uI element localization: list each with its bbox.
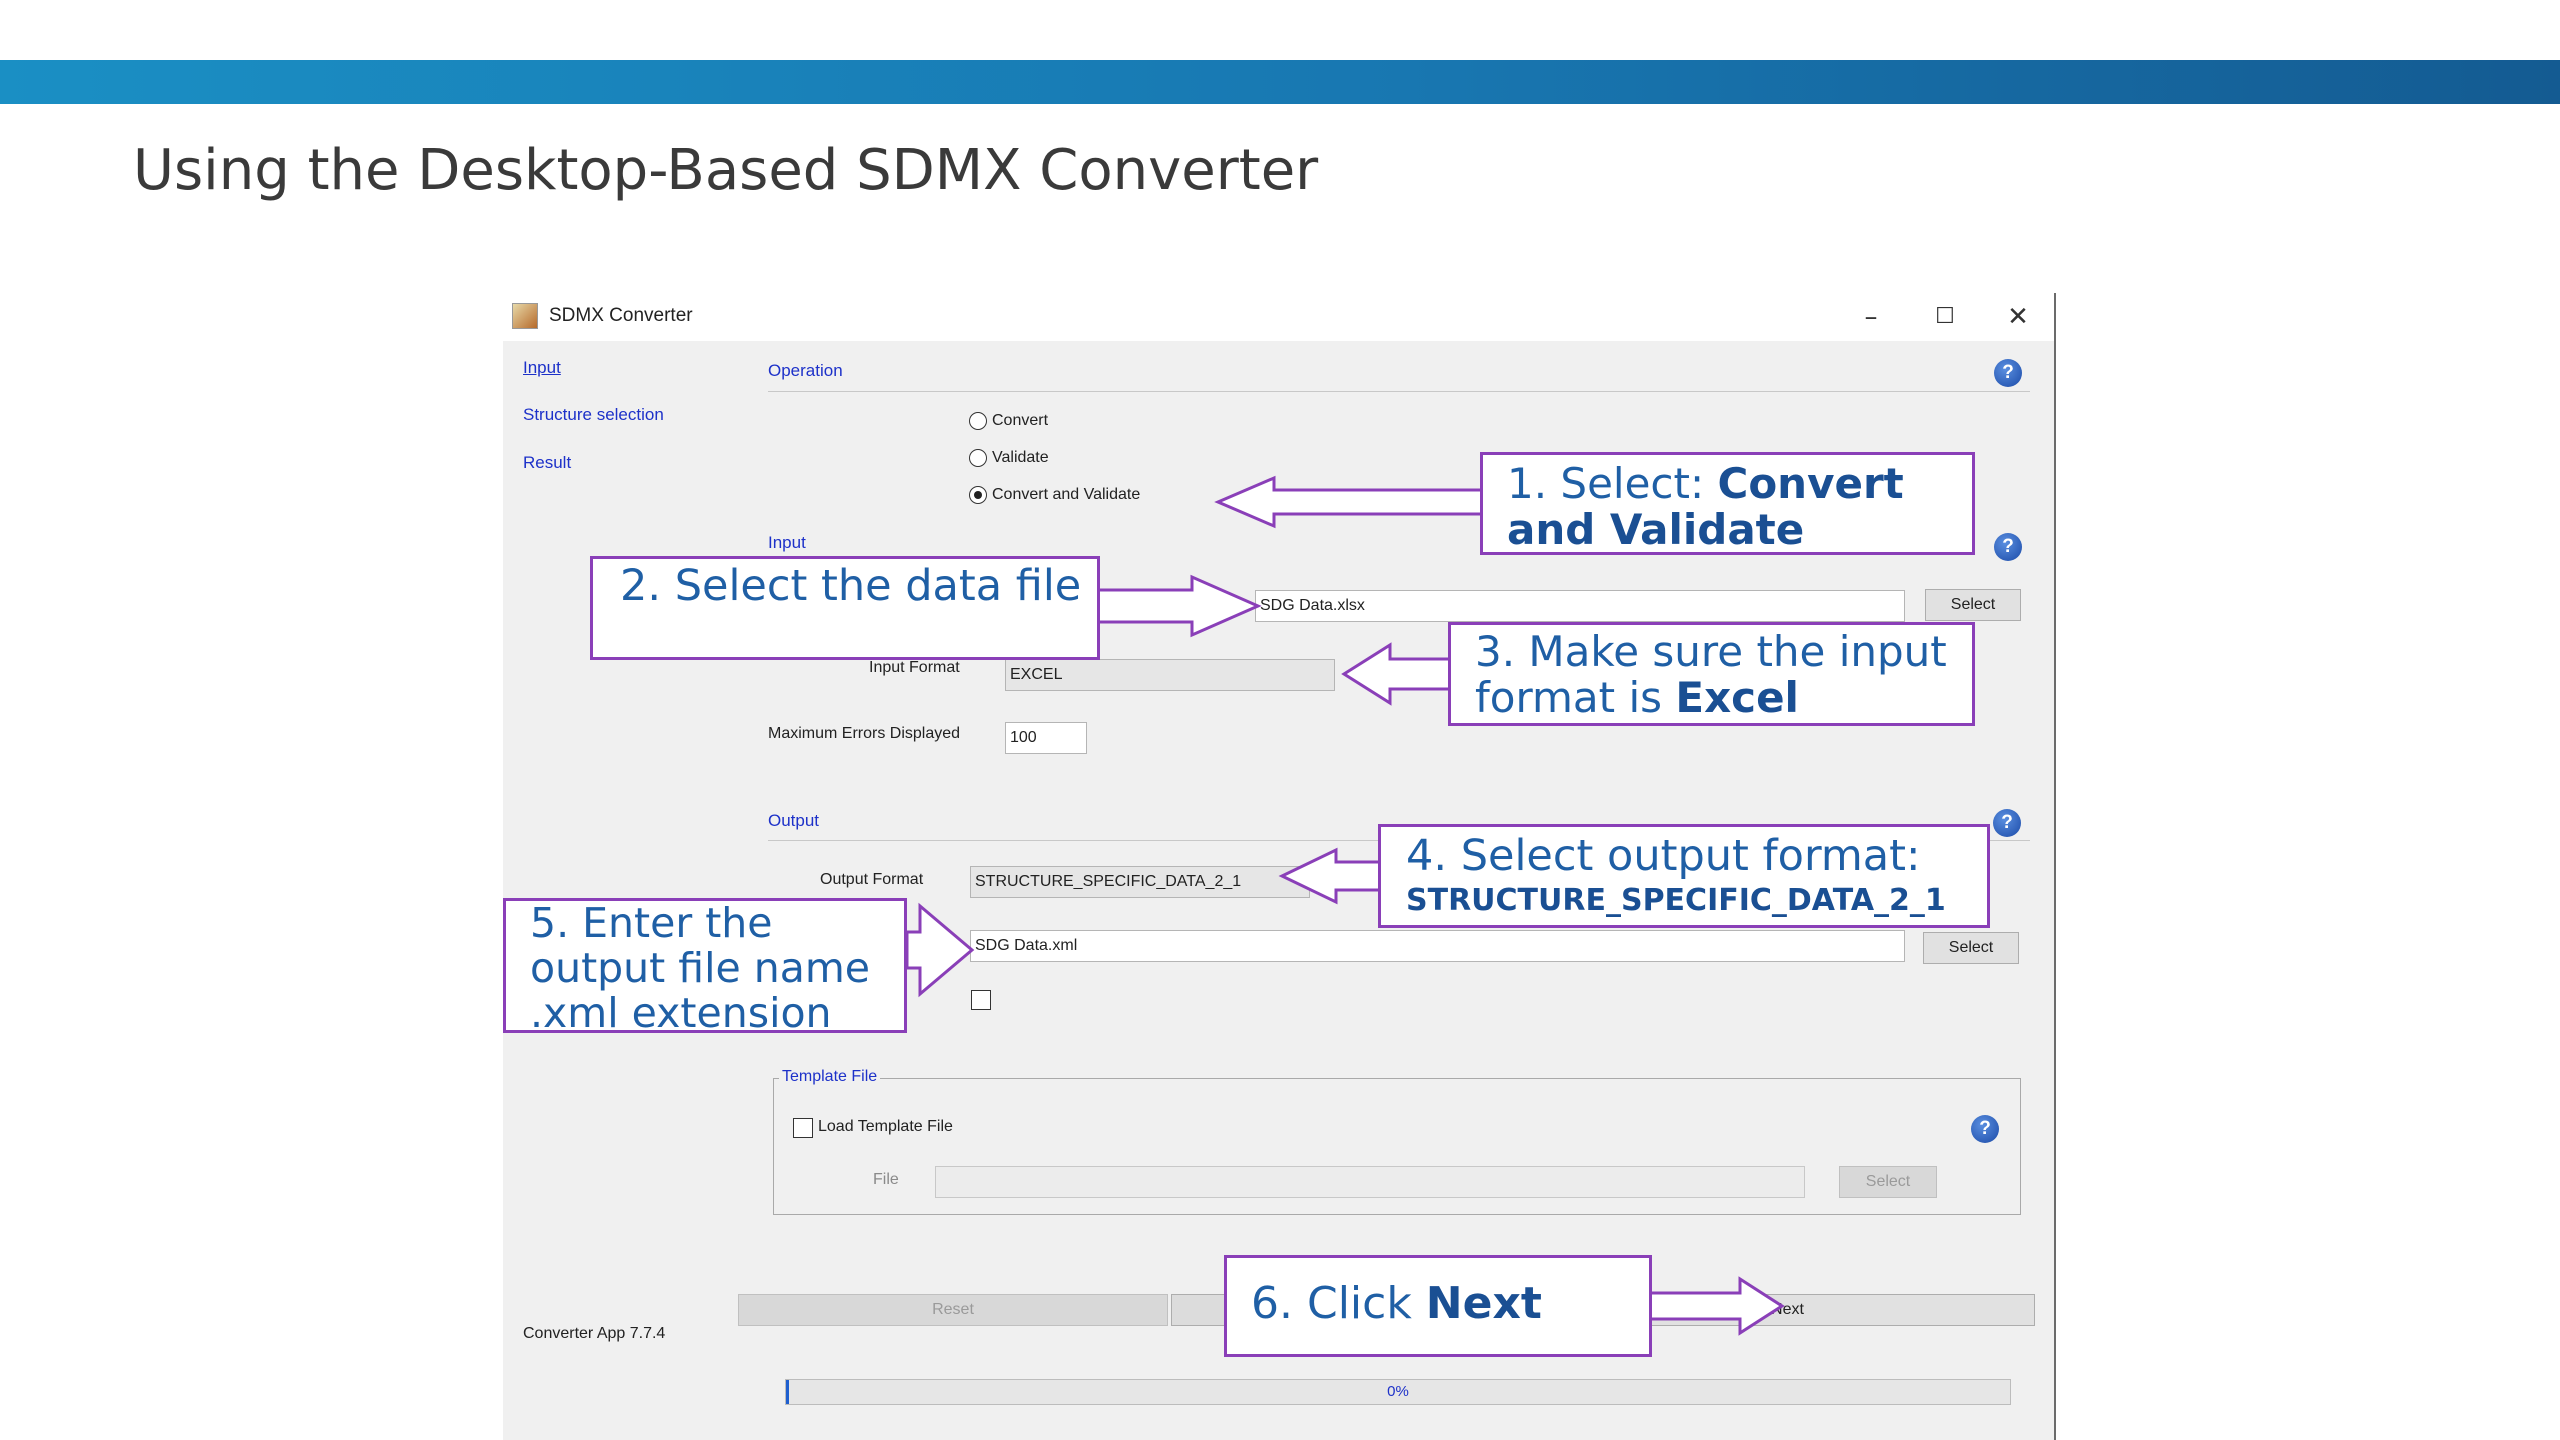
radio-validate[interactable]: Validate [969,447,1049,469]
callout-step-2: 2. Select the data file [590,556,1100,660]
callout-step-4: 4. Select output format: STRUCTURE_SPECI… [1378,824,1990,928]
template-help-icon[interactable]: ? [1971,1115,1999,1143]
window-title: SDMX Converter [549,305,693,326]
template-file-field[interactable] [935,1166,1805,1198]
callout-step-5-text: 5. Enter the output file name .xml exten… [530,899,871,1038]
callout-step-1-text: 1. Select: [1507,459,1718,508]
radio-button[interactable] [969,448,987,467]
template-select-button[interactable]: Select [1839,1166,1937,1198]
arrow-3 [1341,642,1452,706]
input-select-button[interactable]: Select [1925,589,2021,621]
input-format-label: Input Format [869,659,960,676]
output-help-icon[interactable]: ? [1993,809,2021,837]
header-accent-bar [0,60,2560,104]
output-format-select[interactable]: STRUCTURE_SPECIFIC_DATA_2_1 [970,866,1310,898]
radio-convert-and-validate[interactable]: Convert and Validate [969,484,1140,506]
input-format-select[interactable]: EXCEL [1005,659,1335,691]
load-template-checkbox[interactable] [793,1118,813,1138]
callout-step-1: 1. Select: Convert and Validate [1480,452,1975,555]
callout-step-2-text: 2. Select the data file [620,561,1082,611]
slide-title: Using the Desktop-Based SDMX Converter [133,138,1319,203]
output-option-checkbox[interactable] [971,990,991,1010]
operation-divider [768,391,2030,392]
template-file-group-title: Template File [779,1068,881,1086]
arrow-6 [1648,1276,1785,1336]
callout-step-6-text: 6. Click [1251,1278,1426,1329]
input-file-field[interactable]: SDG Data.xlsx [1255,590,1905,622]
output-section-label: Output [768,811,820,830]
callout-step-6: 6. Click Next [1224,1255,1652,1357]
output-file-field[interactable]: SDG Data.xml [970,930,1905,962]
progress-text: 0% [1387,1383,1409,1400]
callout-step-3: 3. Make sure the input format is Excel [1448,622,1975,726]
max-errors-label: Maximum Errors Displayed [768,725,961,742]
nav-link-structure-selection[interactable]: Structure selection [523,405,664,424]
radio-label: Validate [992,449,1049,466]
callout-step-1-bold: Convert and Validate [1507,459,1904,555]
template-file-group [773,1078,2021,1215]
radio-button-selected[interactable] [969,485,987,504]
radio-label: Convert [992,412,1049,429]
radio-button[interactable] [969,411,987,430]
callout-step-4-text: 4. Select output format: [1406,831,1921,881]
callout-step-3-bold: Excel [1675,673,1799,723]
max-errors-field[interactable]: 100 [1005,722,1087,754]
input-section-label: Input [768,533,806,552]
output-format-label: Output Format [820,871,924,888]
callout-step-4-bold: STRUCTURE_SPECIFIC_DATA_2_1 [1406,883,1946,919]
progress-fill [786,1380,789,1404]
arrow-5 [905,902,975,998]
load-template-label: Load Template File [818,1118,953,1135]
minimize-button[interactable]: – [1864,302,1878,332]
operation-section-label: Operation [768,361,843,380]
output-select-button[interactable]: Select [1923,932,2019,964]
operation-help-icon[interactable]: ? [1994,359,2022,387]
callout-step-6-bold: Next [1425,1278,1542,1329]
input-help-icon[interactable]: ? [1994,533,2022,561]
radio-label: Convert and Validate [992,486,1141,503]
callout-step-3-text: 3. Make sure the input format is [1475,627,1947,723]
radio-convert[interactable]: Convert [969,410,1048,432]
close-button[interactable]: ✕ [2007,302,2029,332]
maximize-button[interactable]: ☐ [1935,304,1955,329]
arrow-4 [1278,847,1382,905]
version-label: Converter App 7.7.4 [523,1325,666,1342]
nav-link-result[interactable]: Result [523,453,572,472]
java-app-icon [512,303,538,329]
arrow-2 [1096,574,1262,638]
arrow-1 [1214,475,1484,529]
template-file-label: File [873,1171,899,1188]
nav-link-input[interactable]: Input [523,358,561,377]
callout-step-5: 5. Enter the output file name .xml exten… [503,898,907,1036]
progress-bar: 0% [785,1379,2011,1405]
window-titlebar: SDMX Converter – ☐ ✕ [503,293,2054,341]
reset-button[interactable]: Reset [738,1294,1168,1326]
